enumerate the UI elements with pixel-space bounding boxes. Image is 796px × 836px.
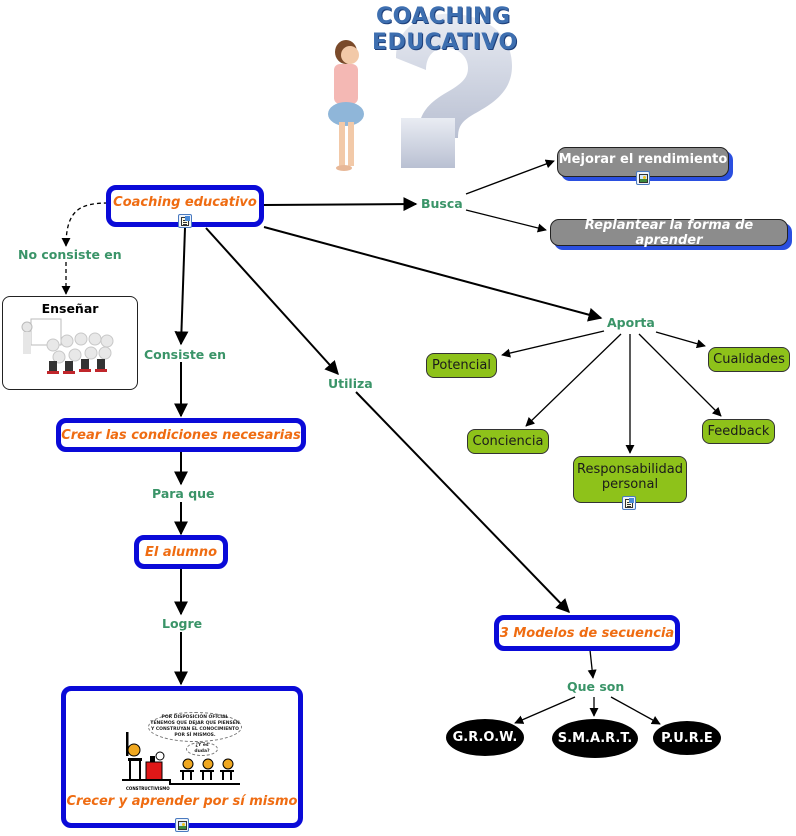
concept-crecer-label: Crecer y aprender por sí mismo — [66, 794, 298, 809]
concept-potencial-label: Potencial — [431, 358, 491, 373]
concept-grow-label: G.R.O.W. — [452, 730, 518, 745]
edge-aporta-feedback — [638, 333, 722, 417]
edge-queson-grow — [514, 696, 576, 724]
concept-conciencia-label: Conciencia — [472, 434, 544, 449]
edge-coaching-noconsiste — [61, 202, 109, 247]
link-que-son[interactable]: Que son — [565, 679, 627, 694]
constructivismo-cartoon: POR DISPOSICIÓN OFICIAL TENEMOS QUE DEJA… — [120, 712, 252, 792]
concept-smart-label: S.M.A.R.T. — [557, 731, 633, 746]
concept-conciencia[interactable]: Conciencia — [467, 429, 549, 454]
concept-modelos-secuencia[interactable]: 3 Modelos de secuencia — [494, 615, 680, 651]
resource-image-icon[interactable] — [175, 818, 189, 832]
edge-coaching-busca — [263, 197, 418, 212]
title-line-2: EDUCATIVO — [372, 30, 518, 55]
concept-cualidades-label: Cualidades — [713, 352, 785, 367]
link-logre[interactable]: Logre — [160, 616, 205, 631]
classroom-cartoon-image: CONSTRUCTIVISMO — [122, 732, 240, 791]
concept-el-alumno[interactable]: El alumno — [134, 535, 228, 569]
edge-aporta-potencial — [501, 330, 605, 358]
speech-bubble: POR DISPOSICIÓN OFICIAL TENEMOS QUE DEJA… — [148, 712, 242, 742]
concept-feedback[interactable]: Feedback — [702, 419, 775, 444]
title-illustration — [326, 0, 522, 176]
concept-modelos-label: 3 Modelos de secuencia — [499, 625, 675, 641]
concept-smart[interactable]: S.M.A.R.T. — [552, 719, 638, 758]
edge-queson-pure — [610, 696, 661, 725]
concept-responsabilidad-label-1: Responsabilidad — [577, 461, 683, 477]
edge-aporta-conciencia — [525, 333, 622, 427]
link-utiliza[interactable]: Utiliza — [326, 376, 375, 391]
edge-modelos-queson — [587, 649, 597, 679]
concept-replantear[interactable]: Replantear la forma de aprender — [550, 217, 788, 248]
edge-utiliza-modelos — [355, 391, 570, 614]
concept-ensenar-label: Enseñar — [41, 301, 99, 316]
link-para-que[interactable]: Para que — [150, 486, 217, 501]
concept-replantear-label: Replantear la forma de aprender — [584, 217, 754, 248]
question-bubble: ¿Y es duda? — [186, 742, 218, 756]
concept-mejorar-label: Mejorar el rendimiento — [558, 151, 728, 167]
concept-responsabilidad-label-2: personal — [601, 476, 659, 492]
concept-crear-label: Crear las condiciones necesarias — [61, 427, 301, 443]
concept-pure[interactable]: P.U.R.E — [653, 721, 721, 755]
cartoon-caption: CONSTRUCTIVISMO — [126, 786, 170, 791]
concept-alumno-label: El alumno — [144, 544, 218, 560]
resource-image-icon[interactable] — [636, 171, 650, 185]
concept-feedback-label: Feedback — [707, 424, 770, 439]
classroom-image — [21, 318, 114, 374]
concept-coaching-label: Coaching educativo — [113, 194, 257, 210]
edge-busca-replantear — [465, 209, 547, 233]
edge-coaching-utiliza — [205, 227, 339, 376]
link-consiste-en[interactable]: Consiste en — [142, 347, 229, 362]
edge-aporta-cualidades — [655, 331, 706, 349]
concept-potencial[interactable]: Potencial — [426, 353, 497, 378]
link-aporta[interactable]: Aporta — [605, 315, 657, 330]
edge-coaching-aporta — [263, 226, 603, 322]
concept-grow[interactable]: G.R.O.W. — [446, 719, 524, 756]
link-busca[interactable]: Busca — [419, 196, 465, 211]
edge-coaching-consiste — [174, 227, 189, 346]
question-mark-girl-image — [328, 13, 512, 171]
resource-doc-icon[interactable] — [622, 496, 636, 510]
concept-responsabilidad-personal[interactable]: Responsabilidad personal — [573, 456, 687, 503]
concept-ensenar[interactable]: Enseñar — [2, 296, 138, 390]
concept-pure-label: P.U.R.E — [661, 730, 713, 746]
link-no-consiste-en[interactable]: No consiste en — [16, 247, 124, 262]
edge-busca-mejorar — [465, 159, 555, 195]
concept-crear-condiciones[interactable]: Crear las condiciones necesarias — [56, 418, 306, 452]
title-line-1: COACHING — [376, 4, 511, 29]
resource-doc-icon[interactable] — [178, 214, 192, 228]
concept-cualidades[interactable]: Cualidades — [708, 347, 790, 372]
